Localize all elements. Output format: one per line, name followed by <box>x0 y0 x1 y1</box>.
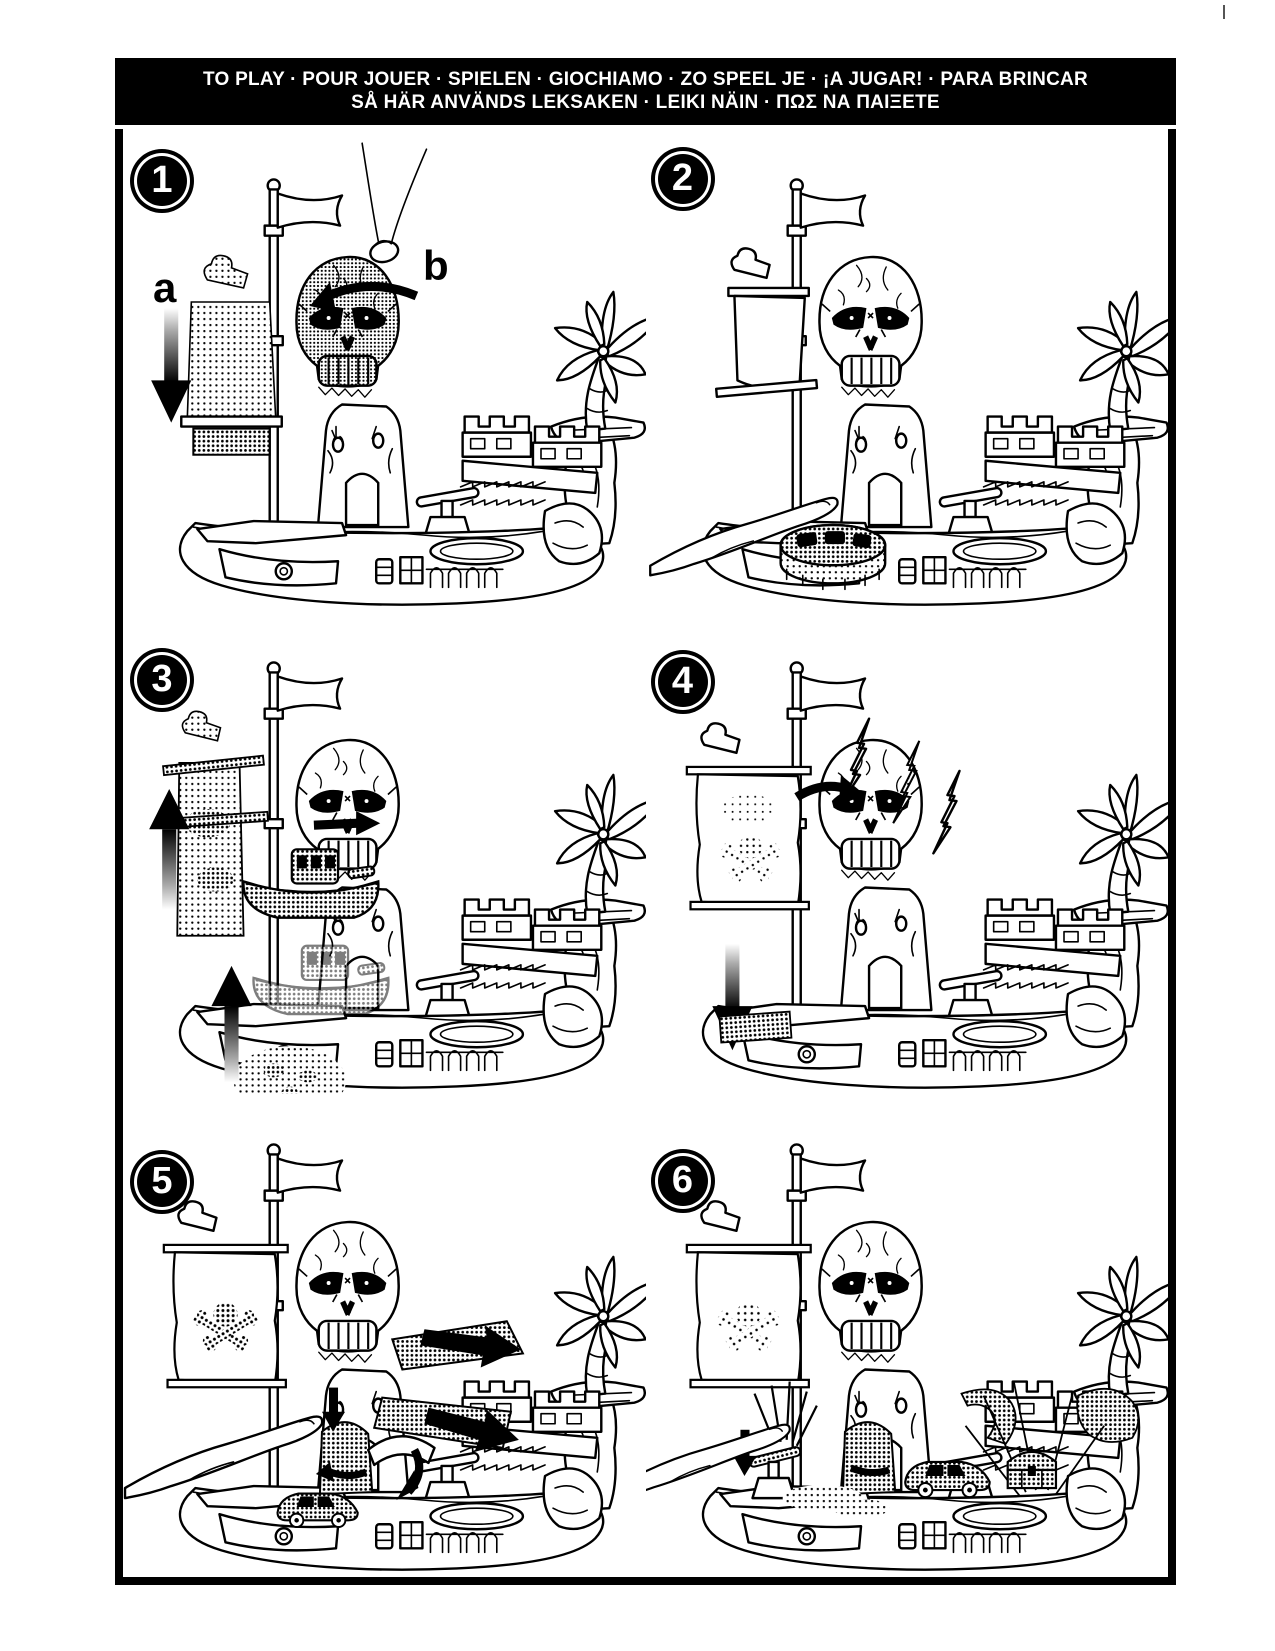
step-panel-5: 5 <box>123 1094 646 1577</box>
chevron-arrow-2-icon <box>424 1408 519 1453</box>
step-5-badge: 5 <box>137 1157 187 1208</box>
down-arrow-a-icon <box>151 308 192 423</box>
skull-fortress-scene <box>180 662 645 1087</box>
raised-banner <box>162 710 269 937</box>
content-frame: 1 a b <box>115 129 1176 1585</box>
step-4-illustration <box>685 612 1169 1095</box>
falling-ramp-2 <box>372 1396 519 1453</box>
winch-wheel <box>233 1045 347 1095</box>
rotate-left-arrow-icon <box>309 281 419 313</box>
step-panel-2: 2 <box>646 129 1169 612</box>
instruction-sheet: TO PLAY · POUR JOUER · SPIELEN · GIOCHIA… <box>115 58 1176 1585</box>
flying-piece <box>1075 1388 1139 1444</box>
splash-debris <box>782 1485 889 1518</box>
chevron-arrow-1-icon <box>420 1325 521 1368</box>
step-2-badge: 2 <box>657 154 708 204</box>
catapult-arm <box>959 1388 1139 1446</box>
step-5-illustration <box>123 1094 646 1577</box>
registration-mark <box>1223 5 1225 19</box>
skull-crossbones-banner <box>685 721 812 911</box>
hoisted-crate <box>180 254 283 456</box>
pressed-crank <box>747 1446 801 1500</box>
launch-lines-icon <box>964 1381 1105 1497</box>
impact-lines-icon <box>752 1381 818 1447</box>
finger-from-top-icon <box>361 142 428 264</box>
small-down-arrow-icon <box>321 1387 346 1433</box>
step-panel-6: 6 <box>645 1094 1169 1577</box>
round-boat-base <box>778 523 886 591</box>
step-panel-4: 4 <box>646 612 1169 1095</box>
step-3-badge: 3 <box>137 654 187 705</box>
header-line1: TO PLAY · POUR JOUER · SPIELEN · GIOCHIA… <box>203 69 1088 90</box>
step-panel-1: 1 a b <box>123 129 646 612</box>
step-4-badge: 4 <box>657 656 708 707</box>
step-panel-3: 3 <box>123 612 646 1095</box>
skull-crossbones-banner <box>685 1200 812 1389</box>
skull-crossbones-banner <box>162 1200 289 1389</box>
lowered-crate <box>717 1010 792 1044</box>
step-2-illustration <box>648 129 1169 612</box>
yardarm-and-sail <box>714 247 818 399</box>
lightning-bolts-icon <box>841 717 961 855</box>
up-arrow-1-icon <box>149 788 190 910</box>
step-3-illustration <box>149 612 646 1095</box>
treasure-chest-icon <box>1006 1451 1057 1490</box>
step-6-illustration <box>645 1094 1169 1577</box>
step-1-label-b: b <box>423 242 449 289</box>
falling-ramp-1 <box>390 1320 525 1371</box>
toy-car-icon <box>903 1461 991 1499</box>
arrow-into-mouth-icon <box>313 810 381 835</box>
header-line2: SÅ HÄR ANVÄNDS LEKSAKEN · LEIKI NÄIN · Π… <box>351 92 940 113</box>
steps-grid: 1 a b <box>123 129 1168 1577</box>
shaded-door <box>841 1421 896 1496</box>
step-1-illustration <box>151 142 646 612</box>
header-bar: TO PLAY · POUR JOUER · SPIELEN · GIOCHIA… <box>115 58 1176 125</box>
up-arrow-2-icon <box>211 965 252 1083</box>
rocking-arch <box>366 1435 436 1501</box>
shaded-door <box>315 1421 374 1496</box>
step-1-label-a: a <box>153 264 177 311</box>
step-6-badge: 6 <box>657 1156 708 1207</box>
step-1-badge: 1 <box>137 156 187 206</box>
